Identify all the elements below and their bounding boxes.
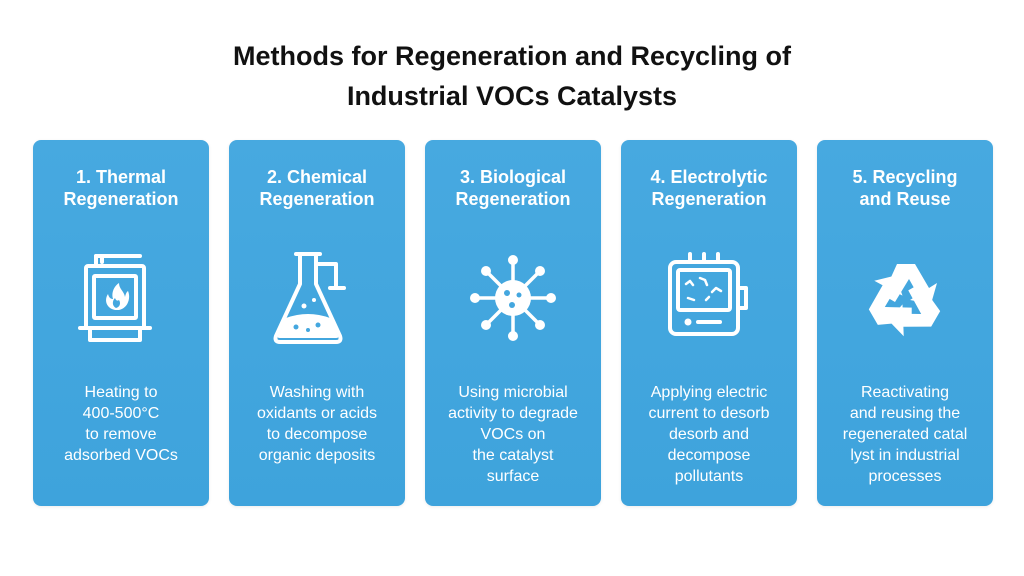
desc-line: Heating to [84,384,158,401]
card-title: 2. Chemical Regeneration [229,166,405,210]
card-title-line: Regeneration [651,189,767,209]
desc-line: VOCs on [480,426,546,443]
desc-line: decompose [667,447,751,464]
furnace-flame-icon [66,248,176,348]
desc-line: lyst in industrial [850,447,960,464]
desc-line: oxidants or acids [256,405,378,422]
desc-line: desorb and [668,426,750,443]
card-electrolytic-regeneration: 4. Electrolytic Regeneration Applying [621,140,797,506]
page-title: Methods for Regeneration and Recycling o… [0,36,1024,116]
card-biological-regeneration: 3. Biological Regeneration [425,140,601,506]
card-thermal-regeneration: 1. Thermal Regeneration Heating to 400-5… [33,140,209,506]
card-description: Using microbial activity to degrade VOCs… [425,382,601,487]
card-recycling-reuse: 5. Recycling and Reuse Reactiva [817,140,993,506]
card-title-line: 3. Biological [459,167,567,187]
card-title-line: 4. Electrolytic [650,167,768,187]
card-title: 4. Electrolytic Regeneration [621,166,797,210]
card-description: Reactivating and reusing the regenerated… [817,382,993,487]
card-title: 3. Biological Regeneration [425,166,601,210]
microbe-icon [458,248,568,348]
desc-line: activity to degrade [448,405,578,422]
desc-line: surface [486,468,540,485]
desc-line: current to desorb [648,405,770,422]
card-chemical-regeneration: 2. Chemical Regeneration Washing with ox… [229,140,405,506]
card-title-line: 5. Recycling [852,167,958,187]
card-description: Heating to 400-500°C to remove adsorbed … [33,382,209,466]
desc-line: and reusing the [849,405,961,422]
title-line-1: Methods for Regeneration and Recycling o… [232,41,792,71]
desc-line: adsorbed VOCs [64,447,178,464]
desc-line: pollutants [674,468,744,485]
card-title-line: Regeneration [63,189,179,209]
title-line-2: Industrial VOCs Catalysts [346,81,678,111]
card-title-line: Regeneration [455,189,571,209]
card-title-line: Regeneration [259,189,375,209]
desc-line: Using microbial [458,384,568,401]
flask-icon [262,248,372,348]
card-description: Applying electric current to desorb deso… [621,382,797,487]
desc-line: 400-500°C [82,405,160,422]
card-title: 5. Recycling and Reuse [817,166,993,210]
methods-cards: 1. Thermal Regeneration Heating to 400-5… [33,140,993,506]
card-title-line: 2. Chemical [266,167,368,187]
desc-line: Reactivating [860,384,950,401]
desc-line: processes [868,468,942,485]
desc-line: to decompose [266,426,368,443]
desc-line: organic deposits [258,447,376,464]
card-title: 1. Thermal Regeneration [33,166,209,210]
card-title-line: 1. Thermal [75,167,167,187]
electrolytic-device-icon [654,248,764,348]
desc-line: Applying electric [650,384,768,401]
recycle-icon [850,248,960,348]
desc-line: Washing with [269,384,365,401]
card-title-line: and Reuse [859,189,951,209]
desc-line: the catalyst [472,447,554,464]
desc-line: to remove [85,426,157,443]
card-description: Washing with oxidants or acids to decomp… [229,382,405,466]
desc-line: regenerated catal [842,426,968,443]
